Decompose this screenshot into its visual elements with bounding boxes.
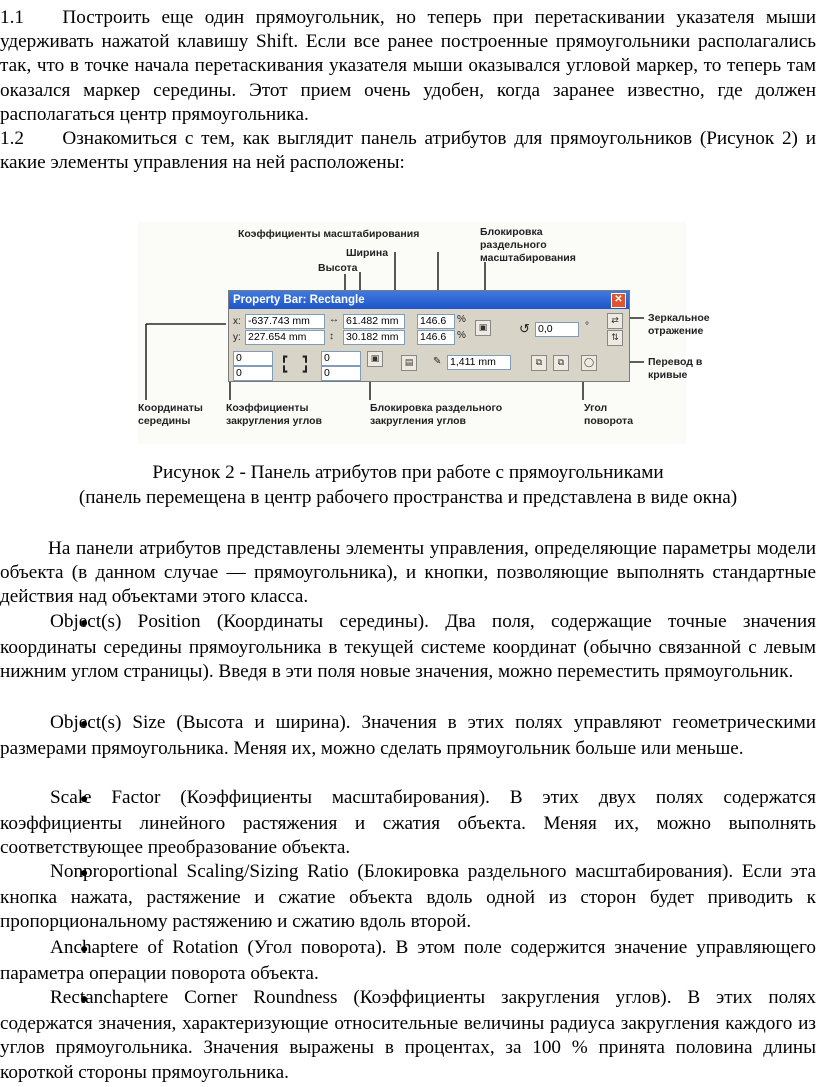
bullet-icon: ● <box>80 792 89 807</box>
paragraph-1-2: 1.2 Ознакомиться с тем, как выглядит пан… <box>0 128 816 174</box>
percent-x: % <box>457 314 466 325</box>
label-round: Коэффициенты закругления углов <box>226 402 322 427</box>
bullet-rotation: ●Anchaptere of Rotation (Угол поворота).… <box>0 936 816 986</box>
percent-y: % <box>457 330 466 341</box>
label-curves: Перевод в кривые <box>648 356 703 381</box>
bullet-scale: ●Scale Factor (Коэффициенты масштабирова… <box>0 786 816 861</box>
round-lock-icon[interactable]: ▣ <box>367 351 383 367</box>
label-width: Ширина <box>346 247 389 259</box>
scale-x-field[interactable]: 146.6 <box>417 314 455 329</box>
corner-bl-icon: ┗ <box>281 367 288 378</box>
bullet-text: Object(s) Position (Координаты середины)… <box>0 611 816 683</box>
label-height: Высота <box>318 262 358 274</box>
wrap-icon[interactable]: ▤ <box>401 355 417 371</box>
corner-tr-icon: ┓ <box>303 352 310 363</box>
bullet-icon: ● <box>80 616 89 631</box>
rotate-icon: ↺ <box>519 321 530 336</box>
x-label: x: <box>233 316 241 327</box>
round-tl-field[interactable]: 0 <box>233 351 273 366</box>
pen-icon: ✎ <box>433 356 442 367</box>
bullet-text: Nonproportional Scaling/Sizing Ratio (Бл… <box>0 861 816 933</box>
width-icon: ↔ <box>329 314 339 325</box>
height-field[interactable]: 30.182 mm <box>343 330 405 345</box>
round-bl-field[interactable]: 0 <box>233 366 273 381</box>
figure-caption-title: Рисунок 2 - Панель атрибутов при работе … <box>152 462 664 483</box>
x-field[interactable]: -637.743 mm <box>245 314 325 329</box>
label-round-lock: Блокировка раздельного закругления углов <box>370 402 503 427</box>
corner-tl-icon: ┏ <box>281 352 288 363</box>
property-bar-window: Property Bar: Rectangle ✕ x: -637.743 mm… <box>228 290 630 382</box>
bullet-icon: ● <box>80 717 89 732</box>
window-title: Property Bar: Rectangle <box>229 291 629 309</box>
bullet-text: Anchaptere of Rotation (Угол поворота). … <box>0 937 816 985</box>
lock-icon[interactable]: ▣ <box>475 320 491 336</box>
scale-y-field[interactable]: 146.6 <box>417 330 455 345</box>
round-tr-field[interactable]: 0 <box>321 351 361 366</box>
outline-width-field[interactable]: 1,411 mm <box>447 355 511 370</box>
bullet-position: ●Object(s) Position (Координаты середины… <box>0 610 816 685</box>
bullet-size: ●Object(s) Size (Высота и ширина). Значе… <box>0 711 816 761</box>
height-icon: ↕ <box>329 331 334 342</box>
bullet-icon: ● <box>80 992 89 1007</box>
bullet-text: Rectanchaptere Corner Roundness (Коэффиц… <box>0 987 816 1083</box>
to-back-icon[interactable]: ⧉ <box>553 355 569 371</box>
bullet-icon: ● <box>80 942 89 957</box>
width-field[interactable]: 61.482 mm <box>343 314 405 329</box>
bullet-icon: ● <box>80 866 89 881</box>
property-bar-figure: Коэффициенты масштабирования Ширина Высо… <box>138 222 710 444</box>
y-label: y: <box>233 332 241 343</box>
degree-label: ° <box>585 321 589 332</box>
corner-br-icon: ┛ <box>303 367 310 378</box>
paragraph-1-1: 1.1 Построить еще один прямоугольник, но… <box>0 7 816 125</box>
bullet-lock: ●Nonproportional Scaling/Sizing Ratio (Б… <box>0 860 816 935</box>
round-br-field[interactable]: 0 <box>321 366 361 381</box>
label-coords: Координаты середины <box>138 402 203 427</box>
angle-field[interactable]: 0,0 <box>535 322 579 337</box>
label-lock: Блокировка раздельного масштабирования <box>480 226 576 264</box>
label-angle: Угол поворота <box>584 402 634 427</box>
bullet-text: Object(s) Size (Высота и ширина). Значен… <box>0 712 816 760</box>
mirror-horizontal-icon[interactable]: ⇄ <box>607 313 623 329</box>
intro-paragraph: На панели атрибутов представлены элемент… <box>0 538 816 608</box>
label-scale: Коэффициенты масштабирования <box>238 228 420 240</box>
bullet-text: Scale Factor (Коэффициенты масштабирован… <box>0 787 816 859</box>
y-field[interactable]: 227.654 mm <box>245 330 325 345</box>
mirror-vertical-icon[interactable]: ⇅ <box>607 330 623 346</box>
close-icon[interactable]: ✕ <box>611 293 626 308</box>
convert-to-curves-icon[interactable]: ◯ <box>581 355 597 371</box>
bullet-roundness: ●Rectanchaptere Corner Roundness (Коэффи… <box>0 986 816 1085</box>
label-mirror: Зеркальное отражение <box>648 312 710 337</box>
to-front-icon[interactable]: ⧉ <box>531 355 547 371</box>
figure-caption-note: (панель перемещена в центр рабочего прос… <box>78 487 738 508</box>
